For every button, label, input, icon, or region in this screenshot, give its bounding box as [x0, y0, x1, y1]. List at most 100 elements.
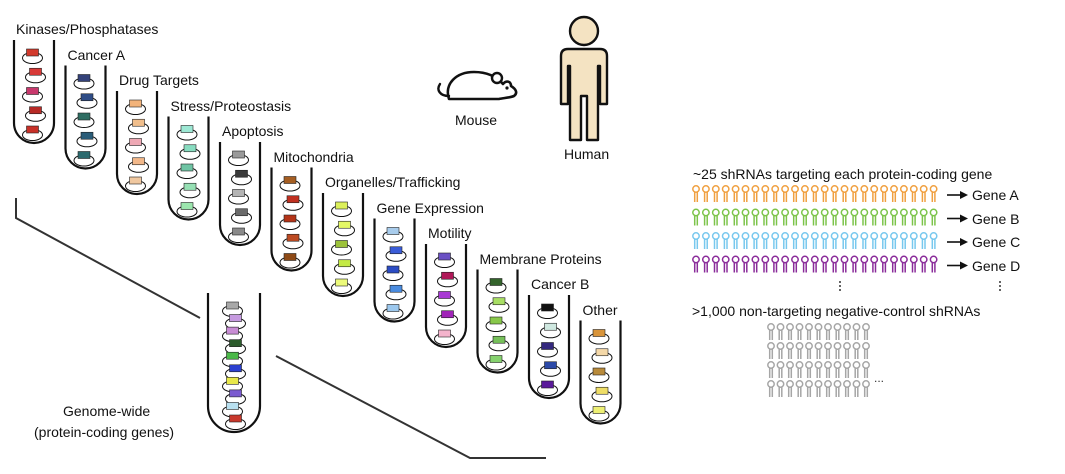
control-hairpin: [862, 380, 870, 397]
tube-body: [592, 329, 606, 337]
shrna-hairpin: [771, 255, 780, 273]
hairpin-loop: [741, 255, 750, 264]
control-hairpin: [824, 342, 832, 359]
shrna-hairpin: [751, 255, 760, 273]
shrna-hairpin: [840, 232, 849, 249]
hairpin-loop: [711, 185, 720, 193]
tube-body: [441, 271, 454, 280]
genome-wide-tube: [206, 293, 262, 434]
sample-tube: [76, 93, 98, 109]
hairpin-loop: [890, 232, 898, 240]
control-hairpin: [833, 342, 842, 359]
tube-body: [386, 304, 400, 312]
tube-body: [283, 214, 297, 223]
sample-tube: [485, 355, 507, 371]
shrna-hairpin: [751, 208, 760, 226]
hairpin-loop: [711, 255, 720, 264]
control-hairpin: [767, 323, 775, 340]
tube-body: [338, 220, 351, 229]
control-hairpin: [814, 342, 823, 359]
sample-tube: [591, 348, 613, 364]
hairpin-loop: [909, 255, 918, 264]
hairpin-loop: [830, 208, 839, 217]
sample-tube: [25, 67, 46, 84]
sample-tube: [485, 316, 507, 332]
shrna-hairpin: [731, 208, 740, 226]
shrna-hairpin: [840, 208, 849, 226]
sample-tube: [128, 157, 149, 173]
hairpin-loop: [860, 208, 869, 217]
hairpin-loop: [781, 255, 790, 264]
tube-body: [335, 278, 348, 287]
hairpin-loop: [929, 185, 938, 193]
hairpin-loop: [843, 361, 851, 369]
sample-tube: [537, 380, 558, 396]
control-hairpin: [824, 323, 832, 340]
shrna-hairpin: [751, 232, 760, 249]
control-hairpin: [776, 342, 785, 359]
hairpin-loop: [833, 342, 842, 350]
control-hairpin: [862, 361, 870, 378]
hairpin-loop: [929, 255, 938, 264]
shrna-hairpin: [761, 208, 770, 226]
hairpin-loop: [692, 232, 700, 240]
tube-body: [226, 301, 239, 310]
library-label: Membrane Proteins: [479, 250, 602, 267]
hairpin-loop: [721, 208, 730, 217]
hairpin-loop: [751, 208, 760, 217]
library-tube: [64, 65, 107, 170]
hairpin-loop: [800, 208, 809, 217]
control-hairpin: [805, 323, 813, 340]
tubes-layer: [12, 40, 622, 434]
shrna-hairpin: [771, 208, 780, 226]
shrna-hairpin: [800, 232, 809, 249]
tube-outline: [373, 218, 416, 323]
tube-body: [592, 406, 606, 414]
hairpin-loop: [805, 323, 813, 331]
connector-lines: [15, 198, 546, 459]
hairpin-loop: [711, 232, 720, 240]
control-hairpin: [843, 342, 851, 359]
hairpin-loop: [860, 232, 869, 240]
hairpin-loop: [776, 361, 785, 369]
sample-tube: [334, 220, 355, 237]
shrna-hairpin: [800, 208, 809, 226]
hairpin-loop: [824, 380, 832, 388]
row-ellipsis-dot: [999, 285, 1001, 287]
shrna-hairpin: [820, 208, 829, 226]
control-hairpin: [814, 380, 823, 397]
mouse-tail: [437, 82, 451, 98]
control-hairpin: [852, 342, 861, 359]
shrna-hairpin: [711, 232, 720, 249]
tube-body: [541, 342, 554, 350]
tube-body: [29, 67, 42, 76]
sample-tube: [588, 406, 610, 422]
shrna-hairpin: [721, 255, 730, 273]
sample-tube: [231, 208, 252, 224]
hairpin-loop: [833, 323, 842, 331]
shrna-hairpin: [761, 185, 770, 202]
hairpin-loop: [850, 255, 859, 264]
shrna-hairpin: [880, 255, 889, 273]
shrna-hairpin: [741, 185, 750, 202]
shrna-hairpin: [899, 232, 908, 249]
sample-tube: [125, 176, 146, 192]
hairpin-loop: [741, 208, 750, 217]
hairpin-loop: [852, 342, 861, 350]
sample-tube: [222, 351, 243, 368]
sample-tube: [437, 310, 458, 326]
shrna-hairpin: [919, 185, 928, 202]
sample-tube: [222, 377, 243, 393]
hairpin-loop: [781, 185, 790, 193]
control-hairpin: [767, 380, 775, 397]
shrna-hairpin: [731, 255, 740, 273]
hairpin-loop: [929, 208, 938, 217]
hairpin-loop: [899, 185, 908, 193]
shrna-hairpin: [692, 232, 700, 249]
sample-tube: [25, 106, 46, 122]
sample-tube: [228, 189, 249, 205]
tube-body: [29, 106, 42, 115]
hairpin-loop: [880, 255, 889, 264]
hairpin-loop: [919, 255, 928, 264]
